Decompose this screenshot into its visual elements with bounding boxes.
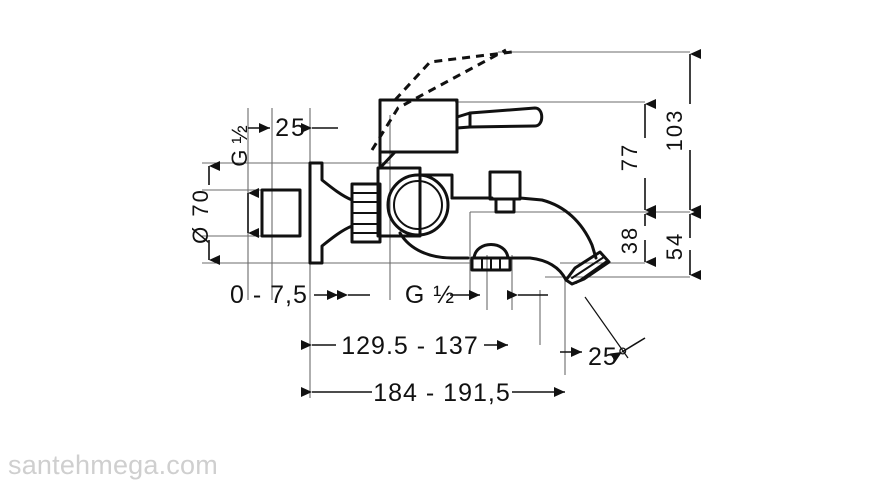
dimension-labels: G ½ 25 Ø 70 0 - 7,5 G ½ 129.5 - 137 184 … xyxy=(188,109,687,407)
spout-outlet xyxy=(564,250,611,286)
label-thread-top: G ½ xyxy=(227,125,252,167)
riser-neck xyxy=(494,197,516,214)
diverter-dome xyxy=(472,243,510,260)
spout-upper-curve xyxy=(450,196,598,260)
label-outlet-thread: G ½ xyxy=(405,281,455,309)
label-spout-drop-inner: 38 xyxy=(617,226,642,254)
lever-handle xyxy=(455,106,544,130)
diverter-collar xyxy=(470,256,512,272)
body-top-link xyxy=(418,173,454,200)
riser-boss xyxy=(488,170,522,201)
dimension-lines xyxy=(208,49,701,397)
label-wall-offset: 0 - 7,5 xyxy=(230,281,308,309)
label-spout-drop-outer: 54 xyxy=(662,232,687,260)
lever-raised-dashed xyxy=(370,48,513,151)
spout-lower-curve xyxy=(450,256,568,282)
faucet-outline xyxy=(260,98,611,286)
body-bottom-link xyxy=(398,231,454,260)
label-lever-height-inner: 77 xyxy=(617,143,642,171)
label-lever-height-outer: 103 xyxy=(662,109,687,152)
label-total-depth: 184 - 191,5 xyxy=(373,379,511,407)
label-escutcheon-diameter: Ø 70 xyxy=(188,188,213,244)
label-body-depth: 129.5 - 137 xyxy=(341,332,479,360)
label-spout-angle: 25° xyxy=(588,343,629,371)
inlet-nipple xyxy=(260,188,302,238)
label-wall-to-face: 25 xyxy=(275,114,307,142)
valve-body-circle xyxy=(386,173,450,237)
site-watermark: santehmega.com xyxy=(8,450,218,480)
